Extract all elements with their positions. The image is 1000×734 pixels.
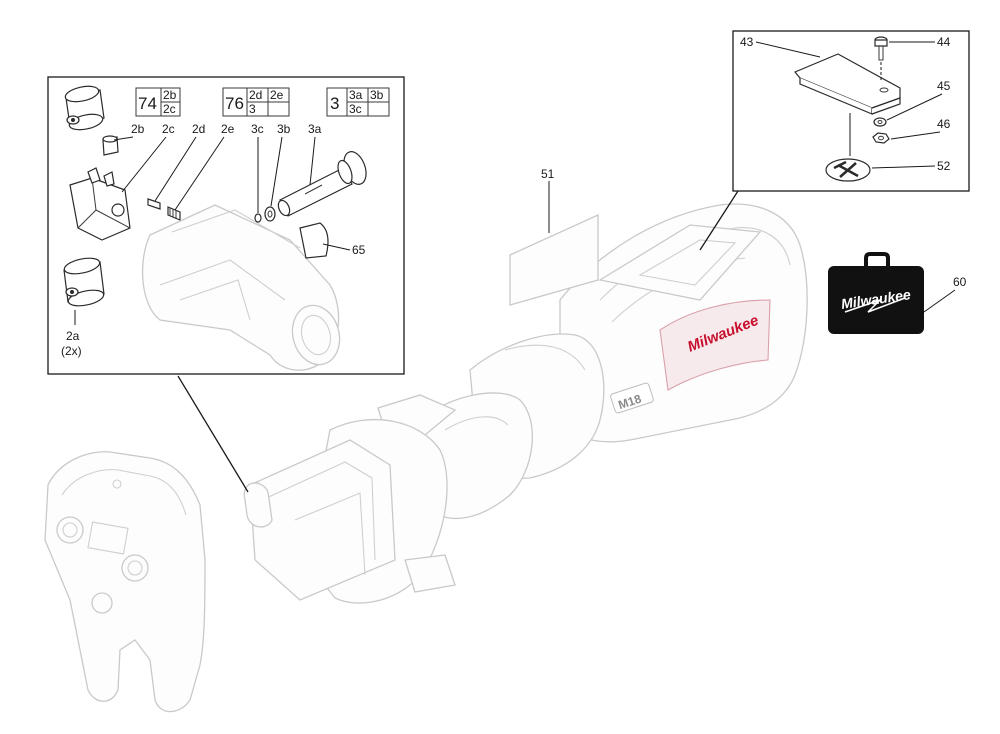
kit-76-cell-2: 2e (270, 88, 284, 102)
washer-3c (254, 213, 262, 223)
kit-74-cell-1: 2b (163, 88, 177, 102)
callout-3a: 3a (308, 122, 322, 136)
callout-60: 60 (953, 275, 967, 289)
kit-3-cell-2: 3b (370, 88, 384, 102)
callout-2e: 2e (221, 122, 235, 136)
roller-top (64, 85, 105, 131)
callout-3c: 3c (251, 122, 264, 136)
nut-46 (872, 132, 890, 144)
callout-44: 44 (937, 35, 951, 49)
ring-3b (264, 206, 276, 222)
press-jaw (44, 451, 206, 713)
cover-plate-43 (794, 53, 901, 115)
kit-3-cell-3: 3c (349, 102, 362, 116)
bracket-2c (69, 167, 131, 241)
callout-3b: 3b (277, 122, 291, 136)
shaft-3a (277, 151, 367, 217)
kit-76-number: 76 (225, 94, 244, 113)
carrying-case: Milwaukee (828, 252, 924, 334)
roller-bottom (63, 257, 105, 307)
kit-3-cell-1: 3a (349, 88, 363, 102)
kit-76-cell-1: 2d (249, 88, 262, 102)
spring-2e (167, 206, 181, 221)
detail-box-yoke (47, 76, 405, 375)
kit-76-cell-3: 3 (249, 102, 256, 116)
pin-2d (147, 198, 161, 210)
m18-badge-text: M18 (616, 392, 643, 413)
cover-65 (299, 222, 329, 259)
callout-2c: 2c (162, 122, 175, 136)
callout-46: 46 (937, 117, 951, 131)
kit-table-3: 3 3a 3b 3c (326, 87, 390, 117)
m18-badge (610, 382, 654, 414)
press-tool-body: Milwaukee M18 (243, 203, 808, 604)
kit-table-76: 76 2d 2e 3 (222, 87, 290, 117)
detail-box-cover-pointer (699, 190, 739, 251)
kit-74-number: 74 (138, 94, 157, 113)
callout-2b: 2b (131, 122, 145, 136)
callout-52: 52 (937, 159, 951, 173)
detail-box-yoke-pointer (177, 375, 249, 493)
label-52 (825, 158, 871, 182)
callout-2d: 2d (192, 122, 205, 136)
callout-45: 45 (937, 79, 951, 93)
screw-2b (102, 135, 119, 156)
callout-51: 51 (541, 167, 555, 181)
part-51-label-plate (509, 213, 599, 306)
detail-box-cover (732, 30, 970, 192)
callout-2a-qty: (2x) (61, 344, 82, 358)
callout-65: 65 (352, 243, 366, 257)
screw-44 (874, 36, 888, 61)
kit-3-number: 3 (330, 94, 339, 113)
callout-2a: 2a (66, 329, 80, 343)
callout-43: 43 (740, 35, 754, 49)
washer-45 (873, 117, 887, 127)
kit-table-74: 74 2b 2c (135, 87, 181, 117)
kit-74-cell-2: 2c (163, 102, 176, 116)
yoke-housing-ghost (141, 204, 341, 371)
